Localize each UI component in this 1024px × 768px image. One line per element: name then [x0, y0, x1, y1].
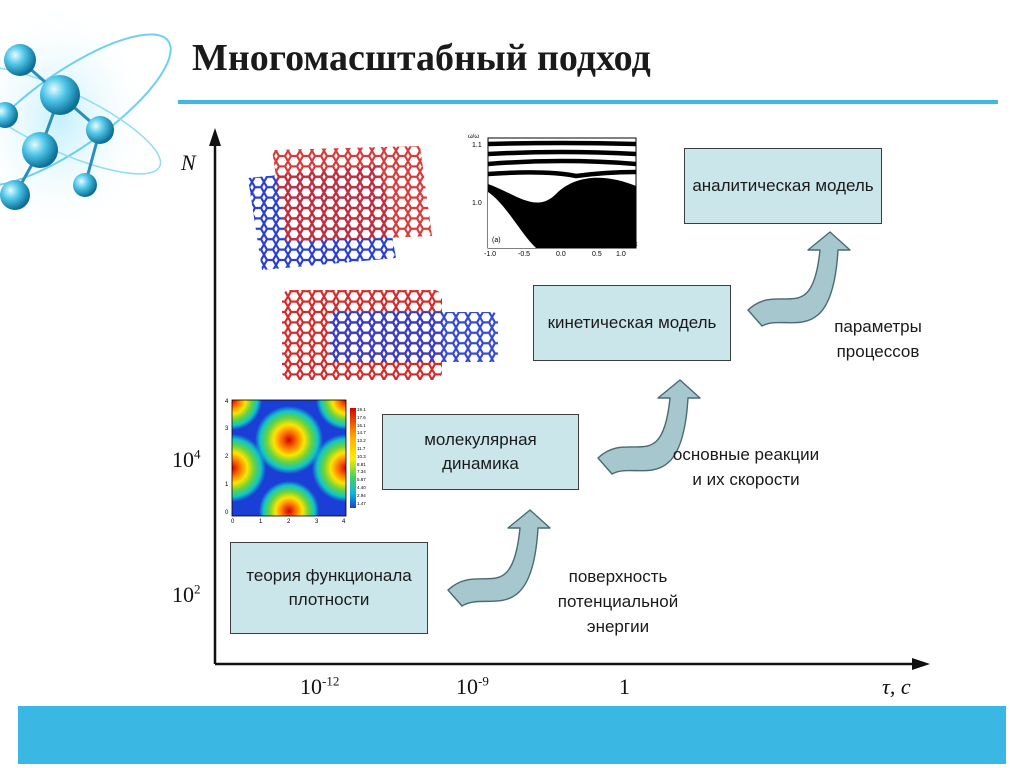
band-plot-image: 1.1 1.0 ω/ω (a) -1.0 -0.5 0.0 0.5 1.0 φ/…	[466, 134, 642, 262]
y-tick-1e4: 104	[172, 446, 201, 472]
x-tick-1: 1	[619, 674, 630, 699]
x-axis-arrowhead	[912, 658, 930, 670]
x-axis-label: τ, с	[882, 674, 911, 699]
model-box-dft: теория функционала плотности	[230, 542, 428, 634]
colorbar-labels: 19.1 17.6 16.1 14.7 13.2 11.7 10.3 8.81 …	[357, 407, 366, 506]
x-tick-1e-9: 10-9	[456, 673, 489, 699]
curved-arrow-2	[597, 379, 701, 475]
transfer-label-reactions: основные реакции и их скорости	[672, 445, 820, 489]
y-tick-1e2: 102	[172, 581, 201, 607]
title-underline	[178, 100, 998, 104]
model-box-kinetic: кинетическая модель	[533, 285, 731, 361]
transfer-label-pes: поверхность потенциальной энергии	[557, 567, 679, 636]
y-axis-arrowhead	[209, 128, 221, 146]
slide-title: Многомасштабный подход	[192, 37, 651, 79]
curved-arrow-1	[447, 509, 551, 607]
molecule-decoration	[0, 0, 172, 240]
curved-arrow-3	[747, 231, 851, 327]
footer-bar	[18, 706, 1006, 764]
model-box-analytic: аналитическая модель	[684, 148, 882, 224]
transfer-label-parameters: параметры процессов	[834, 317, 922, 361]
contour-map-image: 19.1 17.6 16.1 14.7 13.2 11.7 10.3 8.81 …	[224, 396, 372, 528]
y-axis-label: N	[181, 150, 196, 175]
model-box-molecular-dynamics: молекулярная динамика	[382, 414, 579, 490]
x-tick-1e-12: 10-12	[300, 673, 340, 699]
